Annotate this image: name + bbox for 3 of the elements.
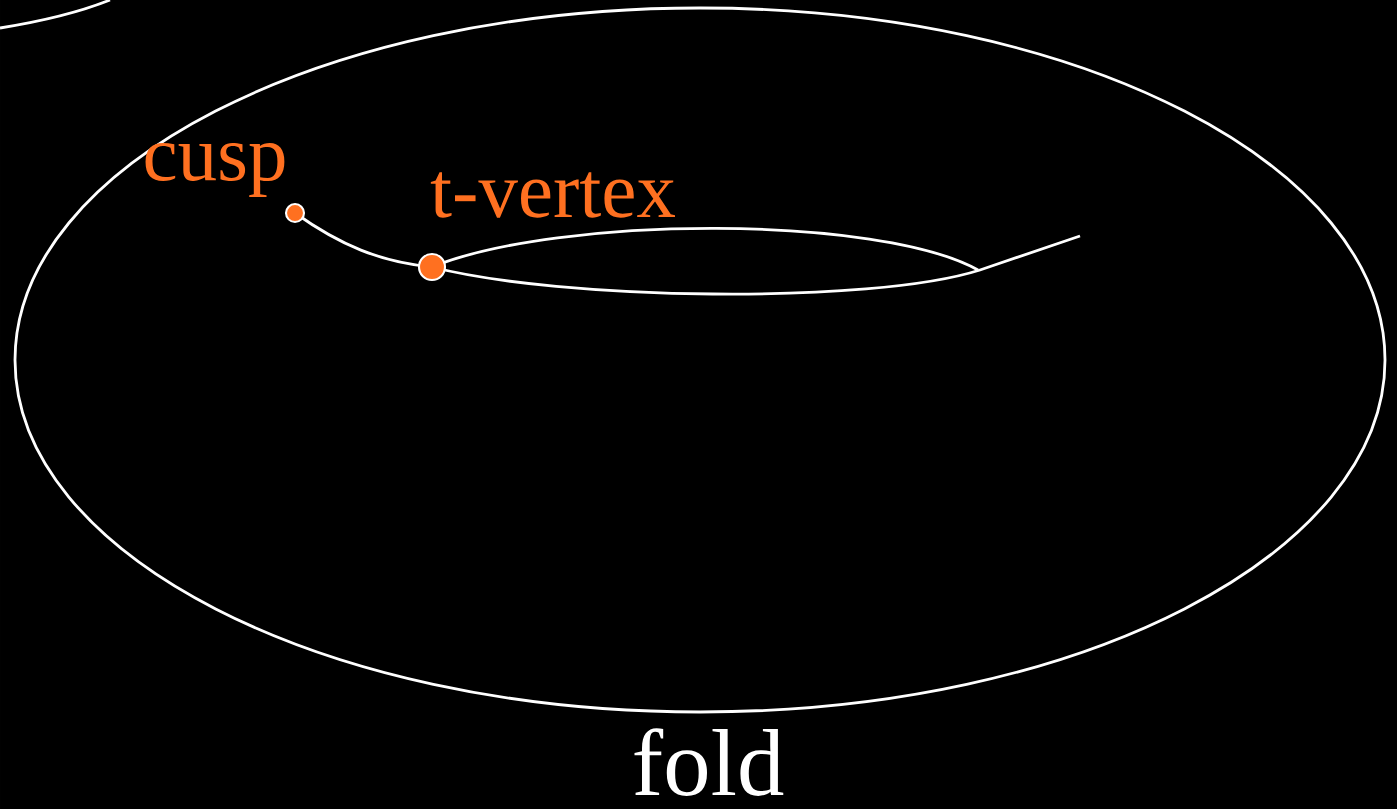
curve-label: t-vertex [430, 172, 675, 218]
curve-label: fold [634, 728, 784, 796]
curve-label: cusp [145, 142, 285, 198]
